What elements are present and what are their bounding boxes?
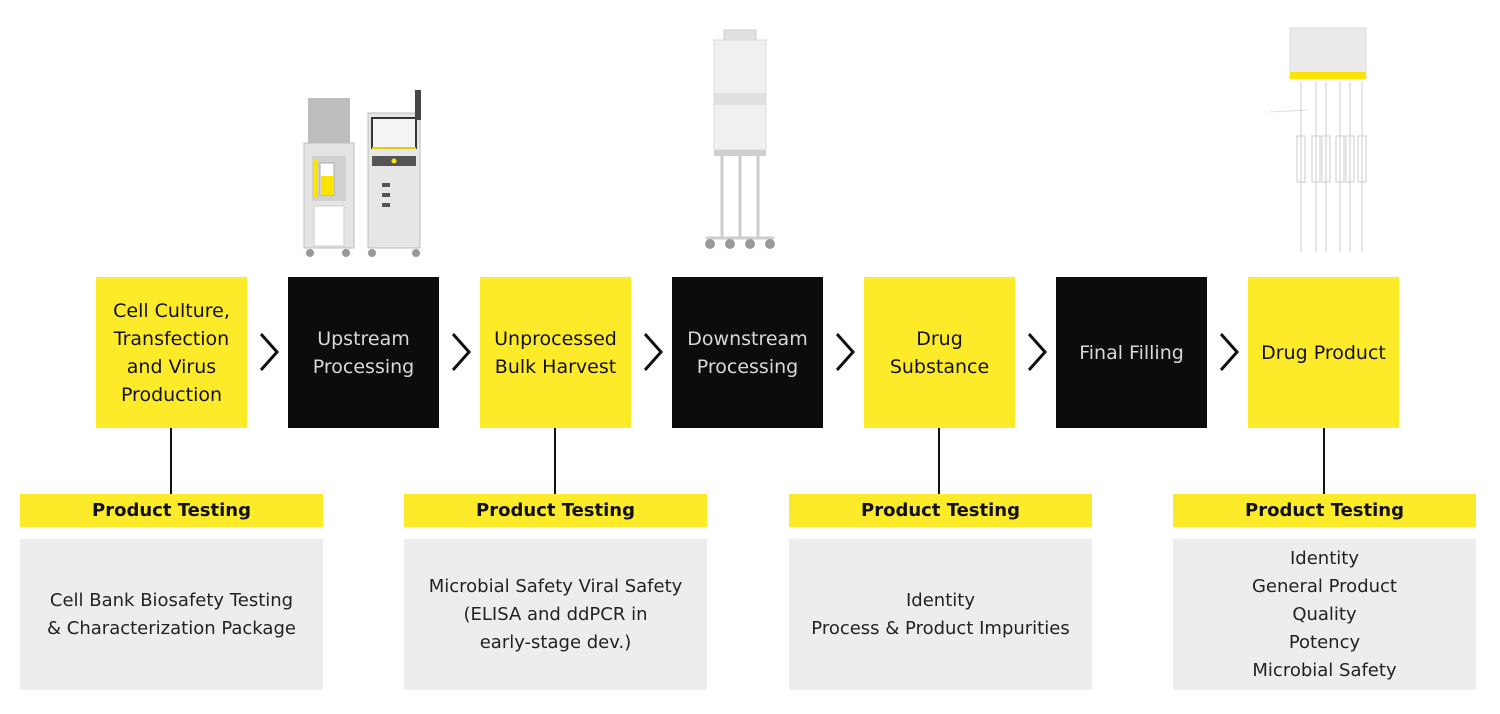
step-bulk-harvest: Unprocessed Bulk Harvest xyxy=(480,277,631,428)
step-drug-product: Drug Product xyxy=(1248,277,1399,428)
filling-manifold-illustration xyxy=(1269,27,1367,252)
testing-description: Identity Process & Product Impurities xyxy=(789,539,1092,690)
step-downstream-processing: Downstream Processing xyxy=(672,277,823,428)
step-upstream-processing: Upstream Processing xyxy=(288,277,439,428)
step-drug-substance: Drug Substance xyxy=(864,277,1015,428)
chevron-right-icon xyxy=(259,333,280,371)
step-final-filling: Final Filling xyxy=(1056,277,1207,428)
step-cell-culture: Cell Culture, Transfection and Virus Pro… xyxy=(96,277,247,428)
chevron-right-icon xyxy=(451,333,472,371)
chevron-right-icon xyxy=(643,333,664,371)
connector-line xyxy=(938,428,940,494)
testing-description: Identity General Product Quality Potency… xyxy=(1173,539,1476,690)
product-testing-header: Product Testing xyxy=(789,494,1092,527)
testing-description: Cell Bank Biosafety Testing & Characteri… xyxy=(20,539,323,690)
connector-line xyxy=(554,428,556,494)
chevron-right-icon xyxy=(1219,333,1240,371)
connector-line xyxy=(1323,428,1325,494)
product-testing-header: Product Testing xyxy=(1173,494,1476,527)
chevron-right-icon xyxy=(1027,333,1048,371)
product-testing-header: Product Testing xyxy=(404,494,707,527)
connector-line xyxy=(170,428,172,494)
bioreactor-illustration xyxy=(303,90,421,257)
testing-description: Microbial Safety Viral Safety (ELISA and… xyxy=(404,539,707,690)
chevron-right-icon xyxy=(835,333,856,371)
chromatography-tower-illustration xyxy=(705,29,775,249)
product-testing-header: Product Testing xyxy=(20,494,323,527)
